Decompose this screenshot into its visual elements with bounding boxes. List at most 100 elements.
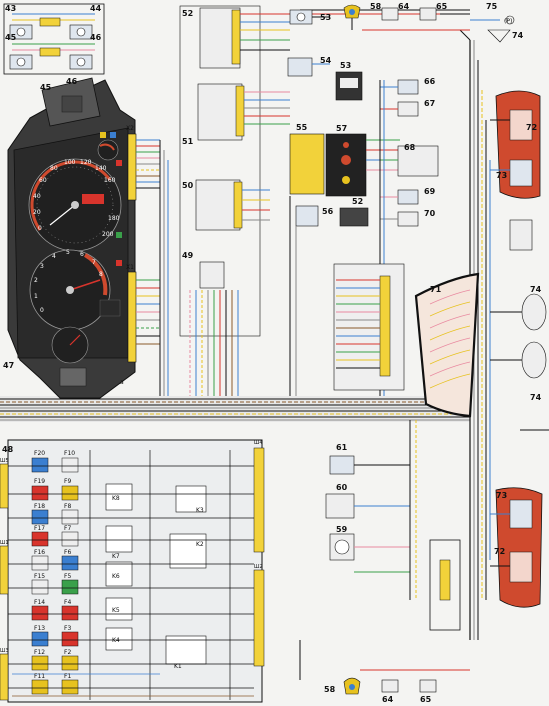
- rpm-mark-0: 0: [40, 307, 44, 314]
- rpm-mark-3: 3: [40, 263, 44, 270]
- connector-x1: X1: [126, 264, 134, 271]
- fuse-f15: F15: [34, 573, 45, 580]
- connector-x2: X2: [126, 125, 134, 132]
- label-73-bottom: 73: [496, 491, 507, 500]
- relay-labels: K8 K7 K6 K5 K4 K3 K2 K1: [112, 495, 204, 670]
- relay-k5: K5: [112, 607, 120, 614]
- relay-k3: K3: [196, 507, 204, 514]
- rpm-mark-6: 6: [80, 251, 84, 258]
- heated-rear-window: [414, 272, 480, 418]
- speedometer-scale: 0 20 40 60 80 100 120 140 160 180 200: [33, 159, 120, 238]
- label-73-top: 73: [496, 171, 507, 180]
- rpm-mark-5: 5: [66, 249, 70, 256]
- label-50: 50: [182, 181, 194, 190]
- middle-components: [287, 9, 400, 396]
- relay-k8: K8: [112, 495, 120, 502]
- label-68: 68: [404, 143, 416, 152]
- fuse-f8: F8: [64, 503, 71, 510]
- label-58-top: 58: [370, 2, 382, 11]
- speed-mark-40: 40: [33, 193, 41, 200]
- label-54: 54: [320, 56, 332, 65]
- fuse-labels: F20 F10 F19 F9 F18 F8 F17 F7 F16 F6 F15 …: [34, 450, 75, 680]
- speed-mark-140: 140: [95, 165, 107, 172]
- label-51: 51: [182, 137, 194, 146]
- lower-components: [299, 420, 470, 695]
- label-53-b: 53: [340, 61, 351, 70]
- fuse-f3: F3: [64, 625, 71, 632]
- fuse-f14: F14: [34, 599, 45, 606]
- label-75: 75: [486, 2, 498, 11]
- label-44: 44: [90, 4, 102, 13]
- label-74-mid: 74: [530, 285, 542, 294]
- label-46: 46: [66, 77, 78, 86]
- speed-mark-80: 80: [50, 165, 58, 172]
- speed-mark-160: 160: [104, 177, 116, 184]
- fuse-f6: F6: [64, 549, 71, 556]
- label-57: 57: [336, 124, 347, 133]
- speed-mark-120: 120: [80, 159, 92, 166]
- label-45: 45: [40, 83, 52, 92]
- relay-k1: K1: [174, 663, 182, 670]
- label-72-top: 72: [526, 123, 537, 132]
- fuse-f19: F19: [34, 478, 45, 485]
- label-52-top: 52: [182, 9, 193, 18]
- speed-mark-100: 100: [64, 159, 76, 166]
- label-52-b: 52: [352, 197, 363, 206]
- parking-symbol: (P): [504, 18, 512, 25]
- rpm-mark-4: 4: [52, 253, 56, 260]
- top-left-lamps: [3, 3, 105, 75]
- connector-a: a: [120, 379, 124, 386]
- center-switch-column: [179, 5, 290, 396]
- main-harness: [0, 396, 470, 422]
- fuse-f5: F5: [64, 573, 71, 580]
- label-72-bottom: 72: [494, 547, 505, 556]
- label-70: 70: [424, 209, 436, 218]
- fuse-f17: F17: [34, 525, 45, 532]
- label-48: 48: [2, 445, 14, 454]
- label-67: 67: [424, 99, 435, 108]
- speed-mark-0: 0: [38, 225, 42, 232]
- rpm-mark-8: 8: [99, 271, 103, 278]
- label-59: 59: [336, 525, 348, 534]
- speed-mark-20: 20: [33, 209, 41, 216]
- label-53: 53: [320, 13, 331, 22]
- fuse-f20: F20: [34, 450, 45, 457]
- fuse-f18: F18: [34, 503, 45, 510]
- label-66: 66: [424, 77, 436, 86]
- connector-sh4: Ш4: [254, 440, 263, 446]
- fuse-relay-box: [0, 439, 265, 703]
- instrument-cluster: [7, 77, 136, 399]
- central-connector-block: [333, 263, 405, 391]
- label-58-bottom: 58: [324, 685, 336, 694]
- speed-mark-200: 200: [102, 231, 114, 238]
- label-60: 60: [336, 483, 348, 492]
- rpm-mark-1: 1: [34, 293, 38, 300]
- label-71: 71: [430, 285, 442, 294]
- top-row-components: [343, 4, 515, 43]
- lamps-74: [490, 219, 549, 431]
- connector-sh5: Ш5: [0, 458, 9, 464]
- relay-k7: K7: [112, 553, 120, 560]
- connector-sh1: Ш1: [0, 540, 9, 546]
- rpm-mark-7: 7: [92, 259, 96, 266]
- label-46-top: 46: [90, 33, 102, 42]
- speed-mark-60: 60: [39, 177, 47, 184]
- fuse-f11: F11: [34, 673, 45, 680]
- rear-lamp-lower: [490, 487, 543, 608]
- label-64-top: 64: [398, 2, 410, 11]
- label-47: 47: [3, 361, 14, 370]
- label-55: 55: [296, 123, 308, 132]
- rear-lamp-upper: [490, 90, 541, 199]
- fuse-f9: F9: [64, 478, 71, 485]
- cluster-connectors: [127, 133, 169, 396]
- connector-sh3: Ш3: [0, 648, 9, 654]
- fuse-f1: F1: [64, 673, 71, 680]
- connector-sh2: Ш2: [254, 564, 263, 570]
- label-69: 69: [424, 187, 436, 196]
- label-64-bottom: 64: [382, 695, 394, 704]
- fuse-f12: F12: [34, 649, 45, 656]
- relay-k4: K4: [112, 637, 120, 644]
- label-56: 56: [322, 207, 334, 216]
- tachometer-scale: 0 1 2 3 4 5 6 7 8: [34, 249, 103, 314]
